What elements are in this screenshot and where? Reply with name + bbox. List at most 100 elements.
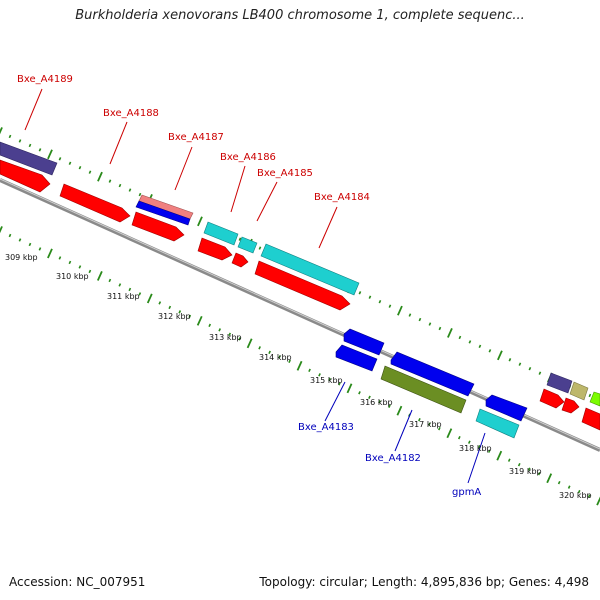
gene-bxe-a4186-red[interactable] xyxy=(197,237,233,261)
major-tick xyxy=(246,338,253,349)
minor-tick xyxy=(78,265,82,269)
minor-tick xyxy=(418,317,422,322)
gene-label-gpma[interactable]: gpmA xyxy=(452,487,481,498)
minor-tick xyxy=(108,179,112,183)
inner-tick-track xyxy=(0,226,600,506)
gene-bxe-a4183[interactable] xyxy=(335,344,378,372)
tick-label: 316 kbp xyxy=(360,398,393,407)
minor-tick xyxy=(88,170,92,174)
gene-label-bxe-a4189[interactable]: Bxe_A4189 xyxy=(17,74,73,85)
minor-tick xyxy=(438,427,441,431)
minor-tick xyxy=(487,449,491,453)
minor-tick xyxy=(478,344,482,349)
gene-label-bxe-a4188[interactable]: Bxe_A4188 xyxy=(103,108,159,119)
gene-blue-316[interactable] xyxy=(390,351,475,397)
minor-tick xyxy=(508,358,512,362)
minor-tick xyxy=(428,422,431,426)
minor-tick xyxy=(527,467,531,471)
minor-tick xyxy=(38,247,42,251)
gene-bxe-a4185-cyan[interactable] xyxy=(237,236,258,254)
tick-label: 310 kbp xyxy=(56,272,89,281)
major-tick xyxy=(197,216,203,227)
minor-tick xyxy=(258,346,261,350)
tick-label: 313 kbp xyxy=(209,333,242,342)
gene-blue-318[interactable] xyxy=(485,394,528,422)
major-tick xyxy=(497,350,503,361)
minor-tick xyxy=(517,462,521,467)
minor-tick xyxy=(218,328,222,332)
major-tick xyxy=(97,171,103,182)
minor-tick xyxy=(408,313,412,317)
minor-tick xyxy=(108,278,112,283)
forward-strand-genes xyxy=(0,141,600,431)
gene-gpma[interactable] xyxy=(475,408,520,439)
minor-tick xyxy=(118,283,122,287)
accession-text: Accession: NC_007951 xyxy=(9,575,146,589)
minor-tick xyxy=(428,322,432,326)
minor-tick xyxy=(128,188,132,192)
tick-label: 312 kbp xyxy=(158,312,191,321)
major-tick xyxy=(397,305,403,316)
gene-khaki-319[interactable] xyxy=(569,381,589,401)
tick-label: 309 kbp xyxy=(5,253,38,262)
gene-label-bxe-a4182[interactable]: Bxe_A4182 xyxy=(365,453,421,464)
minor-tick xyxy=(8,134,12,139)
tick-label: 317 kbp xyxy=(409,420,442,429)
minor-tick xyxy=(28,143,32,148)
gene-blue-315a[interactable] xyxy=(343,328,385,356)
gene-bxe-a4182[interactable] xyxy=(380,365,467,414)
gene-bxe-a4187[interactable] xyxy=(131,211,185,242)
gene-bxe-a4184-cyan[interactable] xyxy=(260,243,360,296)
gene-red-310[interactable] xyxy=(59,183,131,223)
minor-tick xyxy=(158,301,162,305)
gene-labels-bottom: Bxe_A4183 Bxe_A4182 gpmA xyxy=(298,422,481,498)
gene-bxe-a4185-red[interactable] xyxy=(231,252,249,268)
minor-tick xyxy=(368,395,371,399)
major-tick xyxy=(546,473,553,484)
major-tick xyxy=(396,405,403,416)
gene-red-319a[interactable] xyxy=(539,388,565,409)
minor-tick xyxy=(18,238,22,242)
minor-tick xyxy=(138,292,142,296)
gene-label-bxe-a4184[interactable]: Bxe_A4184 xyxy=(314,192,370,203)
gene-lime-320[interactable] xyxy=(589,391,600,407)
minor-tick xyxy=(8,233,12,238)
gene-bxe-a4189-red[interactable] xyxy=(0,159,51,193)
minor-tick xyxy=(18,139,22,143)
minor-tick xyxy=(358,391,361,395)
gene-bxe-a4184-red[interactable] xyxy=(254,260,351,311)
gene-red-319b[interactable] xyxy=(561,397,580,414)
gene-bxe-a4188-blue[interactable] xyxy=(135,200,191,226)
minor-tick xyxy=(208,323,212,328)
reverse-strand-genes xyxy=(335,328,528,439)
gene-labels-top: Bxe_A4189 Bxe_A4188 Bxe_A4187 Bxe_A4186 … xyxy=(17,74,370,203)
major-tick xyxy=(496,450,503,461)
minor-tick xyxy=(588,393,592,398)
minor-tick xyxy=(477,444,481,449)
minor-tick xyxy=(338,382,341,386)
major-tick xyxy=(446,428,453,439)
minor-tick xyxy=(68,161,72,165)
major-tick xyxy=(196,315,203,326)
minor-tick xyxy=(418,418,421,422)
minor-tick xyxy=(28,242,32,247)
gene-label-bxe-a4183[interactable]: Bxe_A4183 xyxy=(298,422,354,433)
minor-tick xyxy=(238,337,241,341)
minor-tick xyxy=(88,269,92,274)
gene-label-bxe-a4186[interactable]: Bxe_A4186 xyxy=(220,152,276,163)
gene-red-320[interactable] xyxy=(581,407,600,431)
minor-tick xyxy=(68,260,72,265)
minor-tick xyxy=(468,340,472,344)
gene-label-bxe-a4187[interactable]: Bxe_A4187 xyxy=(168,132,224,143)
minor-tick xyxy=(537,471,541,476)
minor-tick xyxy=(458,335,462,340)
gene-purple-319[interactable] xyxy=(546,372,573,394)
major-tick xyxy=(447,328,453,338)
gene-bxe-a4186-cyan[interactable] xyxy=(203,221,239,246)
gene-bxe-a4189[interactable] xyxy=(0,141,58,176)
minor-tick xyxy=(168,305,172,310)
minor-tick xyxy=(128,287,132,292)
gene-label-bxe-a4185[interactable]: Bxe_A4185 xyxy=(257,168,313,179)
minor-tick xyxy=(58,157,62,161)
